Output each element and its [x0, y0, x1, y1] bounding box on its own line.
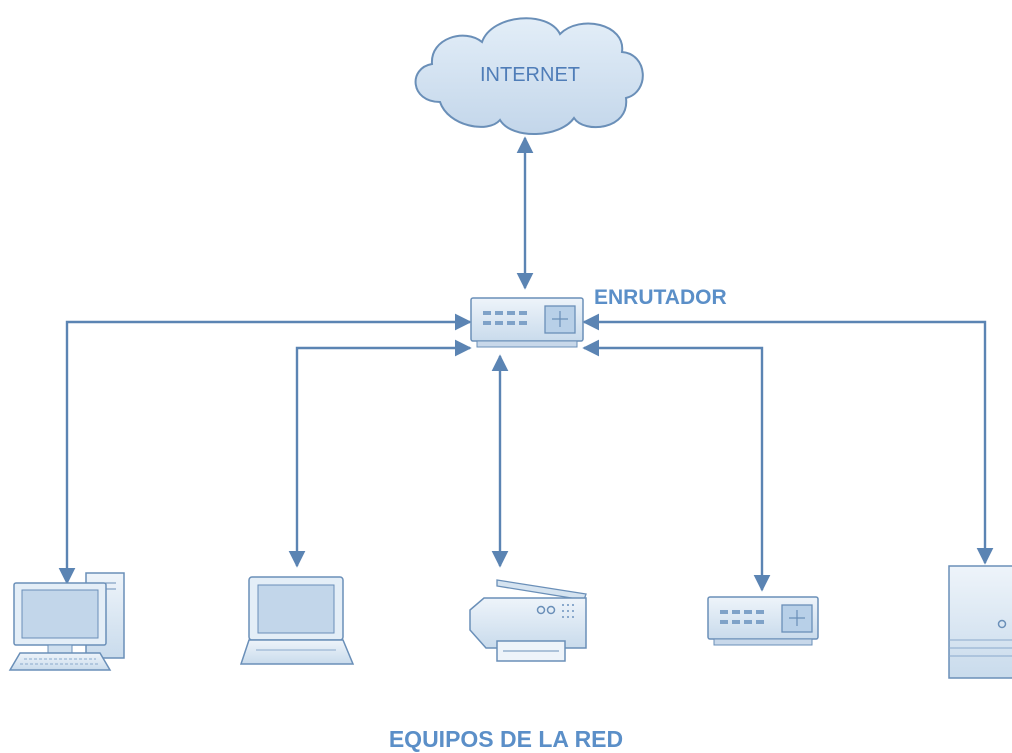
network-switch-icon: [707, 596, 819, 646]
connectors: [58, 136, 994, 592]
printer-scanner-icon: [469, 579, 587, 662]
connector-server: [582, 313, 994, 565]
desktop-computer-icon: [8, 572, 125, 671]
server-tower-icon: [948, 565, 1012, 679]
laptop-icon: [239, 576, 355, 665]
internet-label: INTERNET: [480, 64, 580, 86]
router-label: ENRUTADOR: [594, 286, 727, 309]
connector-desktop: [58, 313, 472, 585]
router-icon: [470, 297, 584, 348]
footer-label: EQUIPOS DE LA RED: [388, 726, 624, 752]
internet-cloud-icon: [414, 17, 644, 135]
connector-switch: [582, 339, 771, 592]
connector-laptop: [288, 339, 472, 568]
